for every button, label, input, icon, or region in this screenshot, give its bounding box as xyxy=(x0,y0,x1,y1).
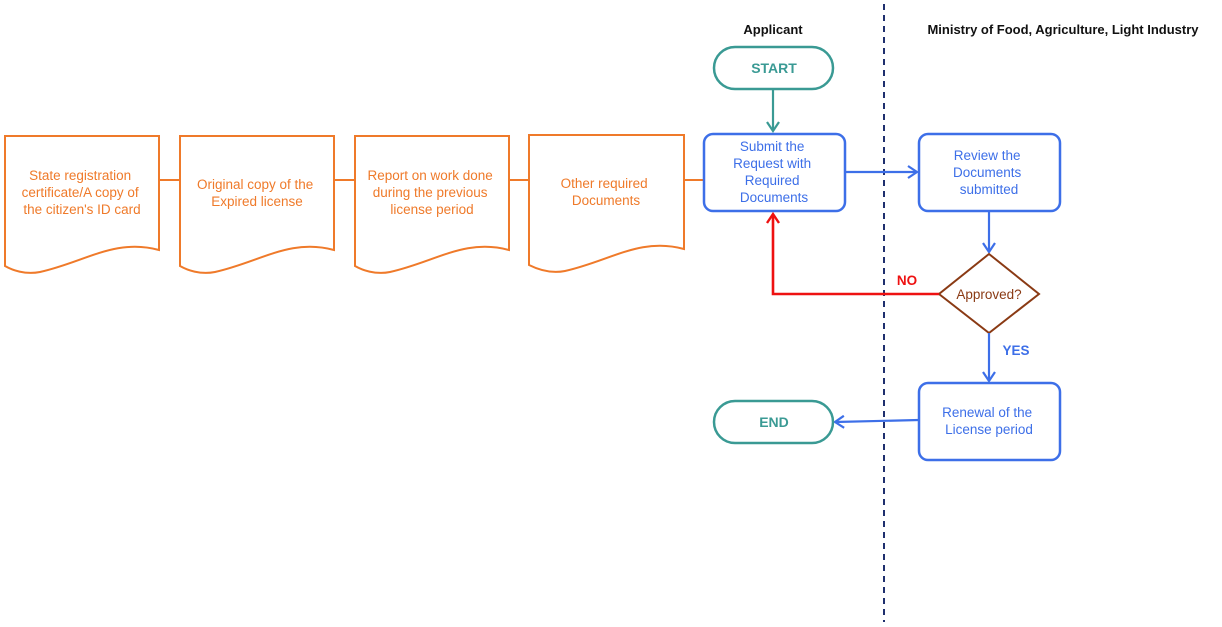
renewal-process[interactable]: Renewal of the License period xyxy=(917,381,1062,462)
review-label: Review the Documents submitted xyxy=(953,148,1025,197)
document-label: Original copy of the Expired license xyxy=(197,177,317,209)
approved-decision[interactable]: Approved? xyxy=(937,252,1041,335)
review-documents-process[interactable]: Review the Documents submitted xyxy=(917,132,1062,213)
end-terminal[interactable]: END xyxy=(712,399,835,445)
submit-request-process[interactable]: Submit the Request with Required Documen… xyxy=(702,132,847,213)
submit-label: Submit the Request with Required Documen… xyxy=(733,139,815,205)
end-label: END xyxy=(759,414,789,430)
yes-label: YES xyxy=(1002,343,1029,358)
edge-renewal-to-end xyxy=(833,414,920,429)
lane-title-ministry: Ministry of Food, Agriculture, Light Ind… xyxy=(927,22,1199,37)
edge-no-back-to-submit xyxy=(766,211,939,296)
start-label: START xyxy=(751,60,797,76)
document-shape-expired-license[interactable]: Original copy of the Expired license xyxy=(179,135,335,274)
document-label: State registration certificate/A copy of… xyxy=(22,168,143,217)
document-shape-other-documents[interactable]: Other required Documents xyxy=(528,134,685,273)
document-label: Other required Documents xyxy=(561,176,652,208)
document-shape-work-report[interactable]: Report on work done during the previous … xyxy=(354,135,510,274)
no-label: NO xyxy=(897,273,917,288)
document-shape-id-card[interactable]: State registration certificate/A copy of… xyxy=(4,135,160,274)
renewal-label: Renewal of the License period xyxy=(942,405,1036,437)
start-terminal[interactable]: START xyxy=(712,45,835,91)
lane-title-applicant: Applicant xyxy=(743,22,803,37)
document-label: Report on work done during the previous … xyxy=(367,168,496,217)
decision-label: Approved? xyxy=(956,287,1021,302)
